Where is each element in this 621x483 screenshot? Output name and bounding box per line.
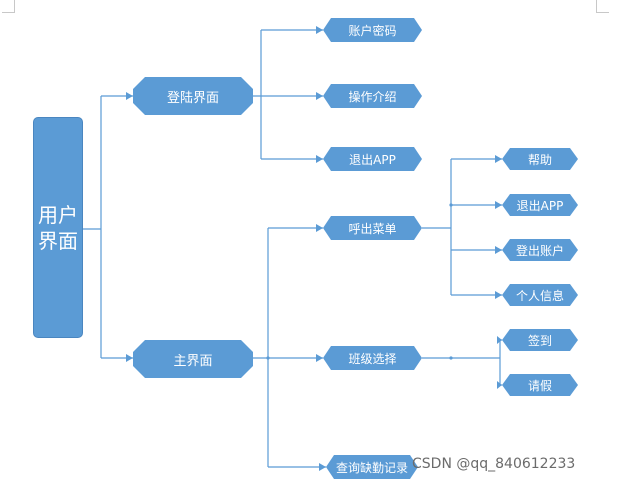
- node-personal-info: 个人信息: [502, 284, 578, 306]
- node-absence-query: 查询缺勤记录: [326, 455, 418, 479]
- node-help: 帮助: [502, 148, 578, 170]
- node-account-password: 账户密码: [323, 18, 422, 42]
- node-help-label: 帮助: [527, 152, 552, 167]
- root-node-user-interface: 用户界面: [33, 117, 83, 338]
- junction-dot-menu: [449, 203, 453, 207]
- arrowhead-class: [316, 354, 323, 362]
- node-login-screen-label: 登陆界面: [166, 90, 219, 106]
- node-login-exit-app-label: 退出APP: [349, 152, 396, 167]
- watermark-text: CSDN @qq_840612233: [412, 456, 576, 472]
- node-class-select: 班级选择: [323, 346, 422, 370]
- corner-mark-left: [2, 0, 15, 13]
- arrowhead-login: [126, 92, 133, 100]
- arrowhead-menu: [316, 224, 323, 232]
- arrowhead-profile: [495, 291, 502, 299]
- connector-class-bus: [422, 340, 501, 385]
- node-menu-exit-app-label: 退出APP: [516, 198, 564, 213]
- node-check-in-label: 签到: [527, 333, 552, 348]
- node-leave-request: 请假: [502, 374, 578, 396]
- node-logout-account-label: 登出账户: [515, 243, 564, 258]
- arrowhead-main: [126, 354, 133, 362]
- arrowhead-absence: [319, 463, 326, 471]
- node-main-screen-label: 主界面: [173, 353, 213, 369]
- arrowhead-account: [316, 26, 323, 34]
- node-class-select-label: 班级选择: [348, 351, 397, 366]
- arrowhead-help: [495, 155, 502, 163]
- arrowhead-logout: [495, 246, 502, 254]
- connector-main-bus: [253, 228, 269, 467]
- arrowhead-leave: [497, 381, 502, 389]
- connector-login-bus: [253, 30, 262, 159]
- node-leave-request-label: 请假: [527, 378, 552, 393]
- node-main-screen: 主界面: [133, 340, 253, 378]
- node-menu-exit-app: 退出APP: [502, 194, 578, 216]
- node-operation-intro-label: 操作介绍: [348, 89, 397, 104]
- node-login-screen: 登陆界面: [133, 77, 253, 115]
- junction-dot-main: [266, 356, 270, 360]
- arrowhead-intro: [316, 92, 323, 100]
- connector-root-bus: [83, 96, 102, 358]
- connector-menu-bus: [422, 159, 452, 295]
- node-account-password-label: 账户密码: [348, 23, 397, 38]
- node-operation-intro: 操作介绍: [323, 84, 422, 108]
- node-call-menu-label: 呼出菜单: [348, 221, 397, 236]
- junction-dot-class: [449, 356, 453, 360]
- corner-mark-right: [596, 0, 609, 13]
- arrowhead-menu-exit: [495, 201, 502, 209]
- node-personal-info-label: 个人信息: [515, 288, 564, 303]
- root-node-label: 用户界面: [38, 202, 78, 253]
- node-logout-account: 登出账户: [502, 239, 578, 261]
- node-check-in: 签到: [502, 329, 578, 351]
- node-call-menu: 呼出菜单: [323, 216, 422, 240]
- node-absence-query-label: 查询缺勤记录: [335, 460, 408, 475]
- arrowhead-login-exit: [316, 155, 323, 163]
- arrowhead-checkin: [497, 336, 502, 344]
- node-login-exit-app: 退出APP: [323, 147, 422, 171]
